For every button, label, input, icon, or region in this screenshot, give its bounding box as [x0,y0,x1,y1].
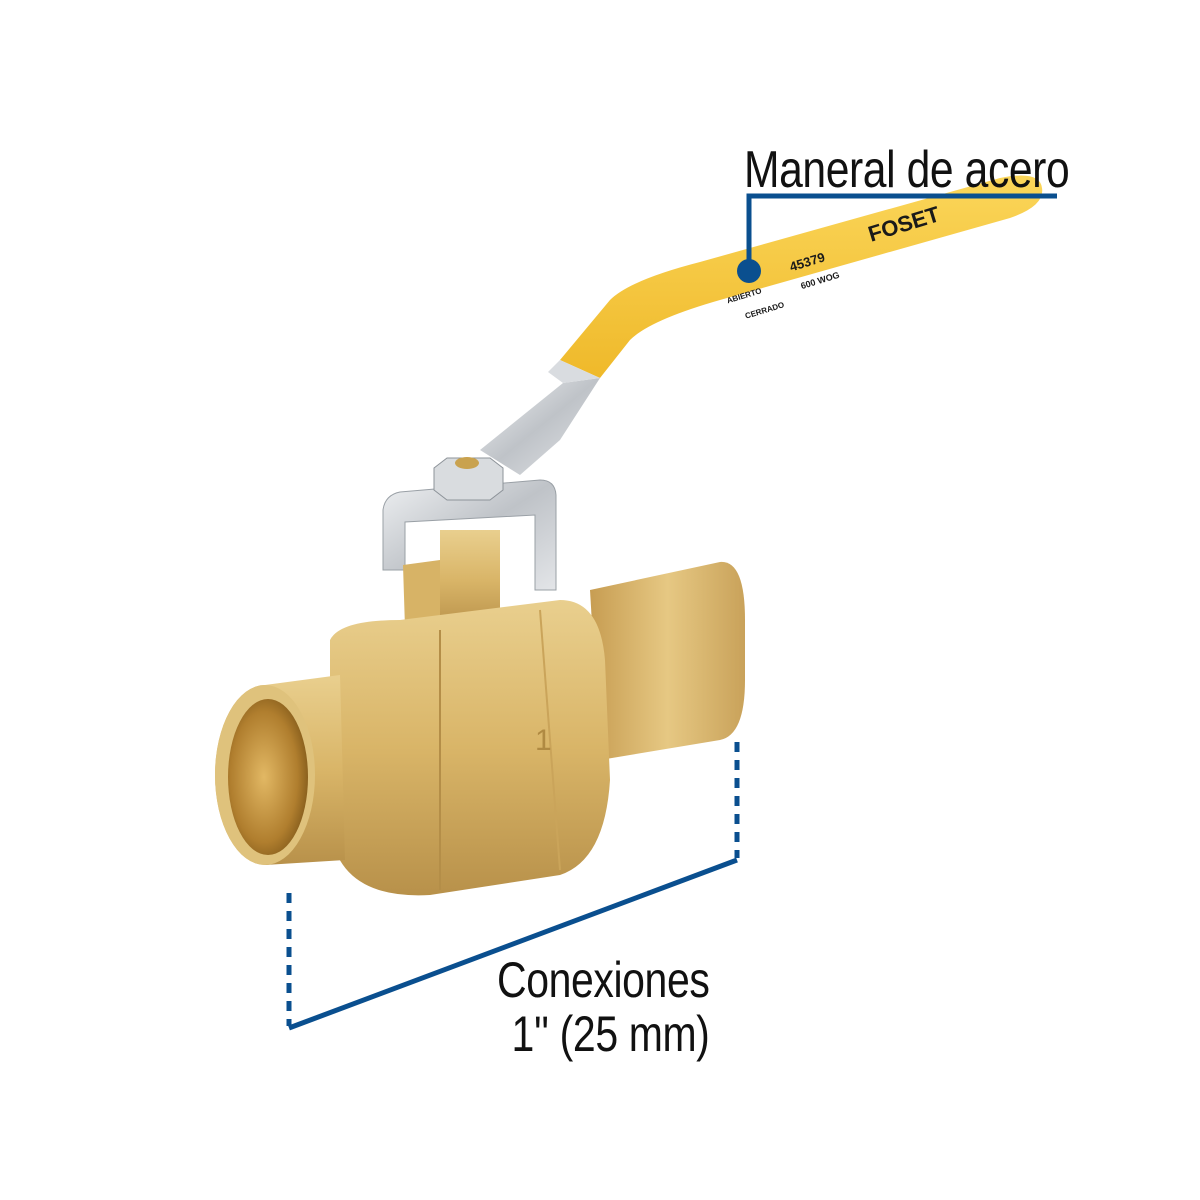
handle: FOSET 45379 600 WOG ABIERTO CERRADO [480,175,1043,475]
handle-closed: CERRADO [744,300,785,320]
handle-callout-label: Maneral de acero [744,141,1070,199]
body-mark: 1 [535,724,552,757]
connections-label-line1: Conexiones [497,952,710,1008]
connection-dimension [286,742,740,1031]
handle-callout [737,193,1057,283]
chrome-bracket [382,457,557,591]
connections-label-line2: 1'' (25 mm) [511,1006,710,1062]
connections-callout-label: Conexiones 1'' (25 mm) [497,952,710,1062]
valve-body: 1 [215,530,745,896]
